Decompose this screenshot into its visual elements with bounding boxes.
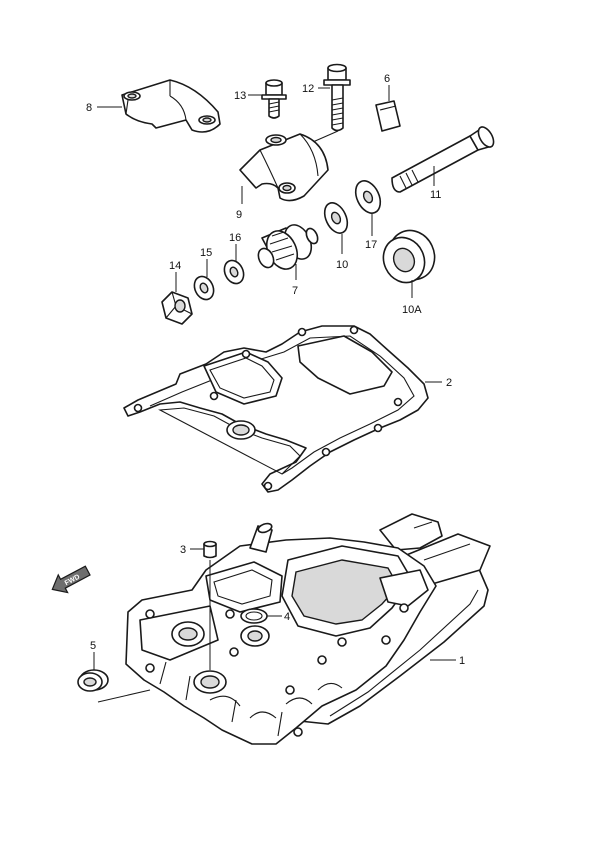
callout-10: 10	[336, 259, 348, 271]
part-4-o-ring	[240, 608, 268, 624]
part-5-oil-seal	[77, 669, 109, 692]
part-11-long-bolt	[391, 126, 495, 193]
callout-9: 9	[236, 209, 242, 221]
callout-8: 8	[86, 102, 92, 114]
part-16-washer	[223, 259, 245, 285]
callout-15: 15	[200, 247, 212, 259]
callout-10a: 10A	[402, 304, 422, 316]
callout-13: 13	[234, 90, 246, 102]
part-10a-oil-seal	[382, 229, 436, 284]
callout-16: 16	[229, 232, 241, 244]
callout-12: 12	[302, 83, 314, 95]
part-17-washer	[354, 180, 382, 214]
callout-4: 4	[284, 611, 290, 623]
part-15-washer	[193, 275, 215, 301]
part-10-washer	[323, 202, 349, 234]
callout-17: 17	[365, 239, 377, 251]
part-1-housing-base	[125, 513, 491, 745]
callout-5: 5	[90, 640, 96, 652]
part-2-gasket	[123, 325, 429, 493]
callout-1: 1	[459, 655, 465, 667]
callout-7: 7	[292, 285, 298, 297]
callout-14: 14	[169, 260, 181, 272]
part-7-gear	[257, 224, 319, 270]
part-3-dowel-pin	[203, 540, 217, 559]
part-13-bolt	[261, 79, 287, 119]
callout-11: 11	[430, 189, 441, 201]
part-6-pad	[375, 100, 401, 132]
part-12-long-bolt	[323, 63, 351, 132]
part-14-nut	[161, 291, 193, 325]
part-9-housing	[239, 133, 329, 202]
callout-3: 3	[180, 544, 186, 556]
fwd-arrow-icon: FWD	[51, 565, 91, 594]
callout-2: 2	[446, 377, 452, 389]
callout-6: 6	[384, 73, 390, 85]
part-8-clamp-bracket	[121, 79, 221, 133]
